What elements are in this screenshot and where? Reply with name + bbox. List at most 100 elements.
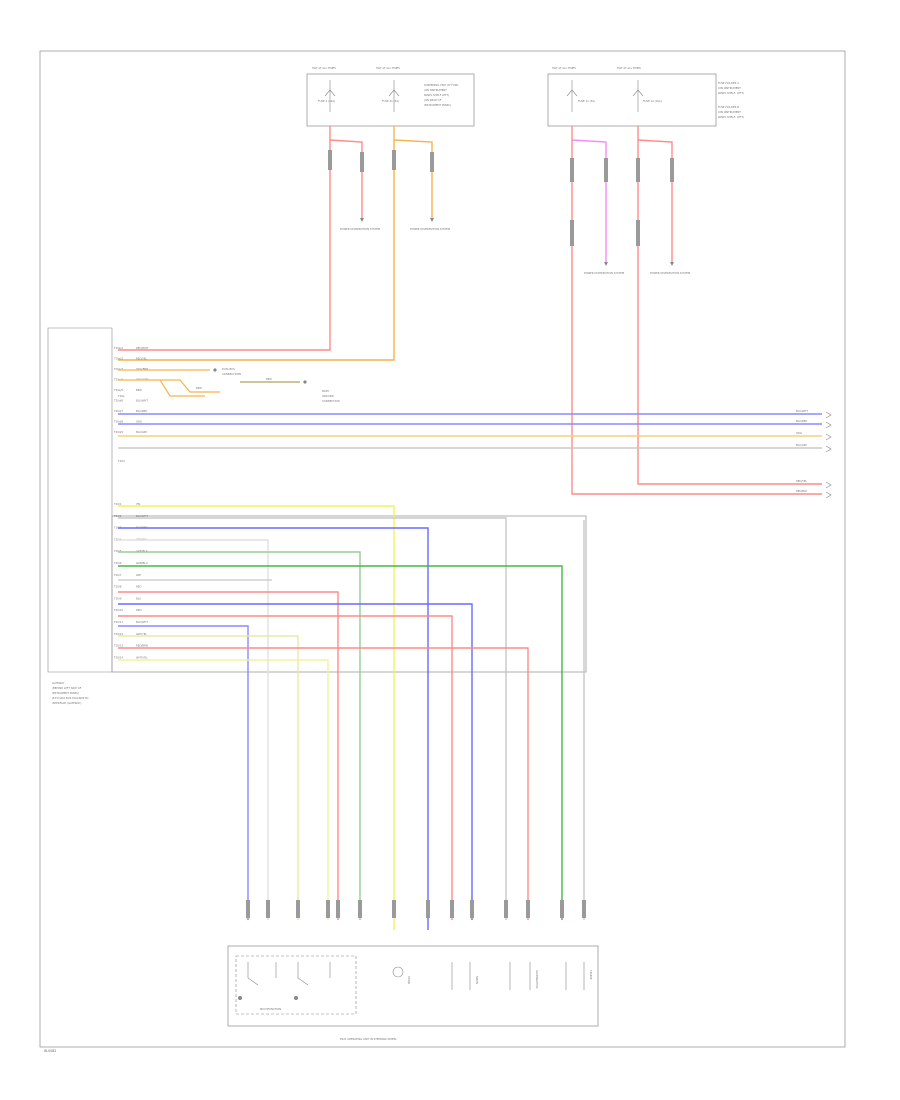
lower-pin-12: T20/12 [114, 632, 123, 636]
ground-wire-2: BRN [266, 377, 272, 381]
upper-pin-1: T20e/1 [114, 346, 123, 350]
module-name-4: J533 DATA BUS DIAGNOSTIC [51, 696, 89, 700]
upper-pin-6: T20d/6 [114, 399, 123, 403]
dist-label-2: POWER DISTRIBUTION SYSTEM [410, 227, 450, 231]
upper-wire-color-9: BLU/GRY [136, 430, 148, 434]
upper-wire-color-1: RED/WHT [136, 346, 149, 350]
lower-wire-color-1: YEL [136, 502, 141, 506]
switch-comp-3: SIREN [475, 976, 479, 984]
fuse-box-1-desc-4: (ON REAR OF [424, 98, 442, 102]
wire-red-fuse4 [118, 126, 331, 351]
fuse-box-1-desc-2: (ON INSTRUMENT [424, 88, 447, 92]
fuse-box-1-head-1: HOT AT ALL TIMES [312, 66, 336, 70]
fuse-box-1-fuse-2: FUSE 21 (5A) [382, 99, 399, 103]
upper-wire-color-2: RED/YEL [136, 357, 148, 361]
connector-t20e: T20e [118, 394, 125, 398]
fuse-box-1-head-2: HOT AT ALL TIMES [376, 66, 400, 70]
lower-wire-color-14: WHT/YEL [136, 655, 148, 659]
lower-pin-11: T20/11 [114, 620, 123, 624]
fuse-box-1-fuse-1: FUSE 4 (10A) [318, 99, 335, 103]
fuse-box-2-head-2: HOT AT ALL TIMES [617, 66, 641, 70]
right-edge-labels: BLU/WHT BLU/RED ORG BLU/GRY RED/YEL RED/… [796, 409, 832, 499]
lower-pin-6: T20/6 [114, 561, 122, 565]
lower-pin-1: T20/1 [114, 502, 122, 506]
upper-pin-5: T20e/5 [114, 388, 123, 392]
fuse-box-1: HOT AT ALL TIMES HOT AT ALL TIMES FUSE 4… [306, 66, 475, 127]
page-code: W-0082 [44, 1049, 56, 1053]
switch-connector-11 [504, 900, 508, 918]
wire-red-fuse14 [637, 126, 822, 485]
lower-wire-color-7: GRY [136, 573, 142, 577]
switch-connector-6 [358, 900, 362, 918]
ground-note-3: CONNECTION [322, 399, 340, 403]
lower-wire-color-12: GRY/YEL [136, 632, 147, 636]
module-name-3: INSTRUMENT PANEL) [52, 691, 79, 695]
module-name-2: (BEHIND LEFT SIDE OF [52, 686, 82, 690]
lower-pin-13: T20/13 [114, 644, 123, 648]
lower-wire-color-6: GRN/BLU [136, 561, 148, 565]
fuse-box-1-desc-5: INSTRUMENT PANEL) [424, 103, 451, 107]
ground-note-2: GROUND [322, 394, 334, 398]
ground-wire-1: BRN [196, 386, 202, 390]
right-label-4: BLU/GRY [796, 443, 808, 447]
switch-connector-10 [470, 900, 474, 918]
lower-junction-box [111, 515, 587, 673]
right-label-6: RED/BLK [796, 489, 808, 493]
steering-wires [118, 505, 585, 930]
upper-pin-8: T20d/8 [114, 420, 123, 424]
upper-wire-color-5: BRN [136, 388, 142, 392]
wire-orange-fuse21 [118, 126, 395, 361]
fuse-box-1-desc-3: PANEL SHELF LEFT) [424, 93, 449, 97]
upper-wire-color-7: BLU/RED [136, 409, 147, 413]
switch-connector-9 [450, 900, 454, 918]
dist-label-3: POWER DISTRIBUTION SYSTEM [584, 271, 624, 275]
switch-connector-14 [582, 900, 586, 918]
right-label-2: BLU/RED [796, 419, 807, 423]
switch-connector-7 [392, 900, 396, 918]
fuse-box-2-fuse-1: FUSE 11 (5A) [578, 99, 595, 103]
upper-pin-9: T20d/9 [114, 430, 123, 434]
feed-connectors [328, 150, 674, 246]
connector-t20d: T20d [118, 459, 125, 463]
upper-wire-color-8: ORG [136, 420, 142, 424]
distribution-labels: POWER DISTRIBUTION SYSTEM POWER DISTRIBU… [340, 218, 690, 275]
fuse-box-2-head-1: HOT AT ALL TIMES [552, 66, 576, 70]
module-name-1: GATEWAY [52, 681, 65, 685]
switch-connector-3 [296, 900, 300, 918]
right-label-5: RED/YEL [796, 479, 808, 483]
dist-label-1: POWER DISTRIBUTION SYSTEM [340, 227, 380, 231]
switch-comp-1: MULTIFUNCTION [260, 1007, 281, 1011]
lower-pin-3: T20/3 [114, 526, 122, 530]
upper-wire-color-6: BLU/WHT [136, 399, 148, 403]
bus-wires [118, 413, 822, 449]
switch-comp-4: ILLUMINATION [535, 970, 539, 988]
fuse-box-2-desc-3: PANEL SHELF, LEFT) [718, 91, 744, 95]
fuse-box-2-fuse-2: FUSE 14 (10A) [643, 99, 662, 103]
data-bus-note-2: CONNECTIONS [222, 372, 242, 376]
lower-pin-14: T20/14 [114, 655, 123, 659]
lower-pin-9: T20/9 [114, 596, 122, 600]
lower-wire-color-10: RED [136, 608, 141, 612]
switch-connector-1 [246, 900, 250, 918]
ground-note-1: BODY [322, 389, 330, 393]
lower-wire-color-11: BLU/WHT [136, 620, 148, 624]
fuse-box-2-desc-6: PANEL SHELF, LEFT) [718, 115, 744, 119]
upper-wire-color-3: ORG/BRN [136, 367, 148, 371]
lower-wire-color-2: BLU/WHT [136, 514, 148, 518]
dist-label-4: POWER DISTRIBUTION SYSTEM [650, 271, 690, 275]
right-label-3: ORG [796, 431, 802, 435]
fuse-feed-wires [118, 126, 822, 495]
right-label-1: BLU/WHT [796, 409, 808, 413]
data-bus-note-1: DATA BUS [222, 367, 235, 371]
switch-connector-13 [560, 900, 564, 918]
switch-comp-5: CRUISE [589, 970, 593, 980]
switch-connector-4 [326, 900, 330, 918]
lower-wire-color-5: GRN/BLK [136, 549, 148, 553]
switch-unit-title: E221 OPERATING UNIT IN STEERING WHEEL [340, 1037, 397, 1041]
switch-connector-8 [426, 900, 430, 918]
lower-wire-color-9: BLU [136, 596, 141, 600]
lower-wire-color-8: RED [136, 585, 141, 589]
diagram-frame [39, 50, 846, 1048]
